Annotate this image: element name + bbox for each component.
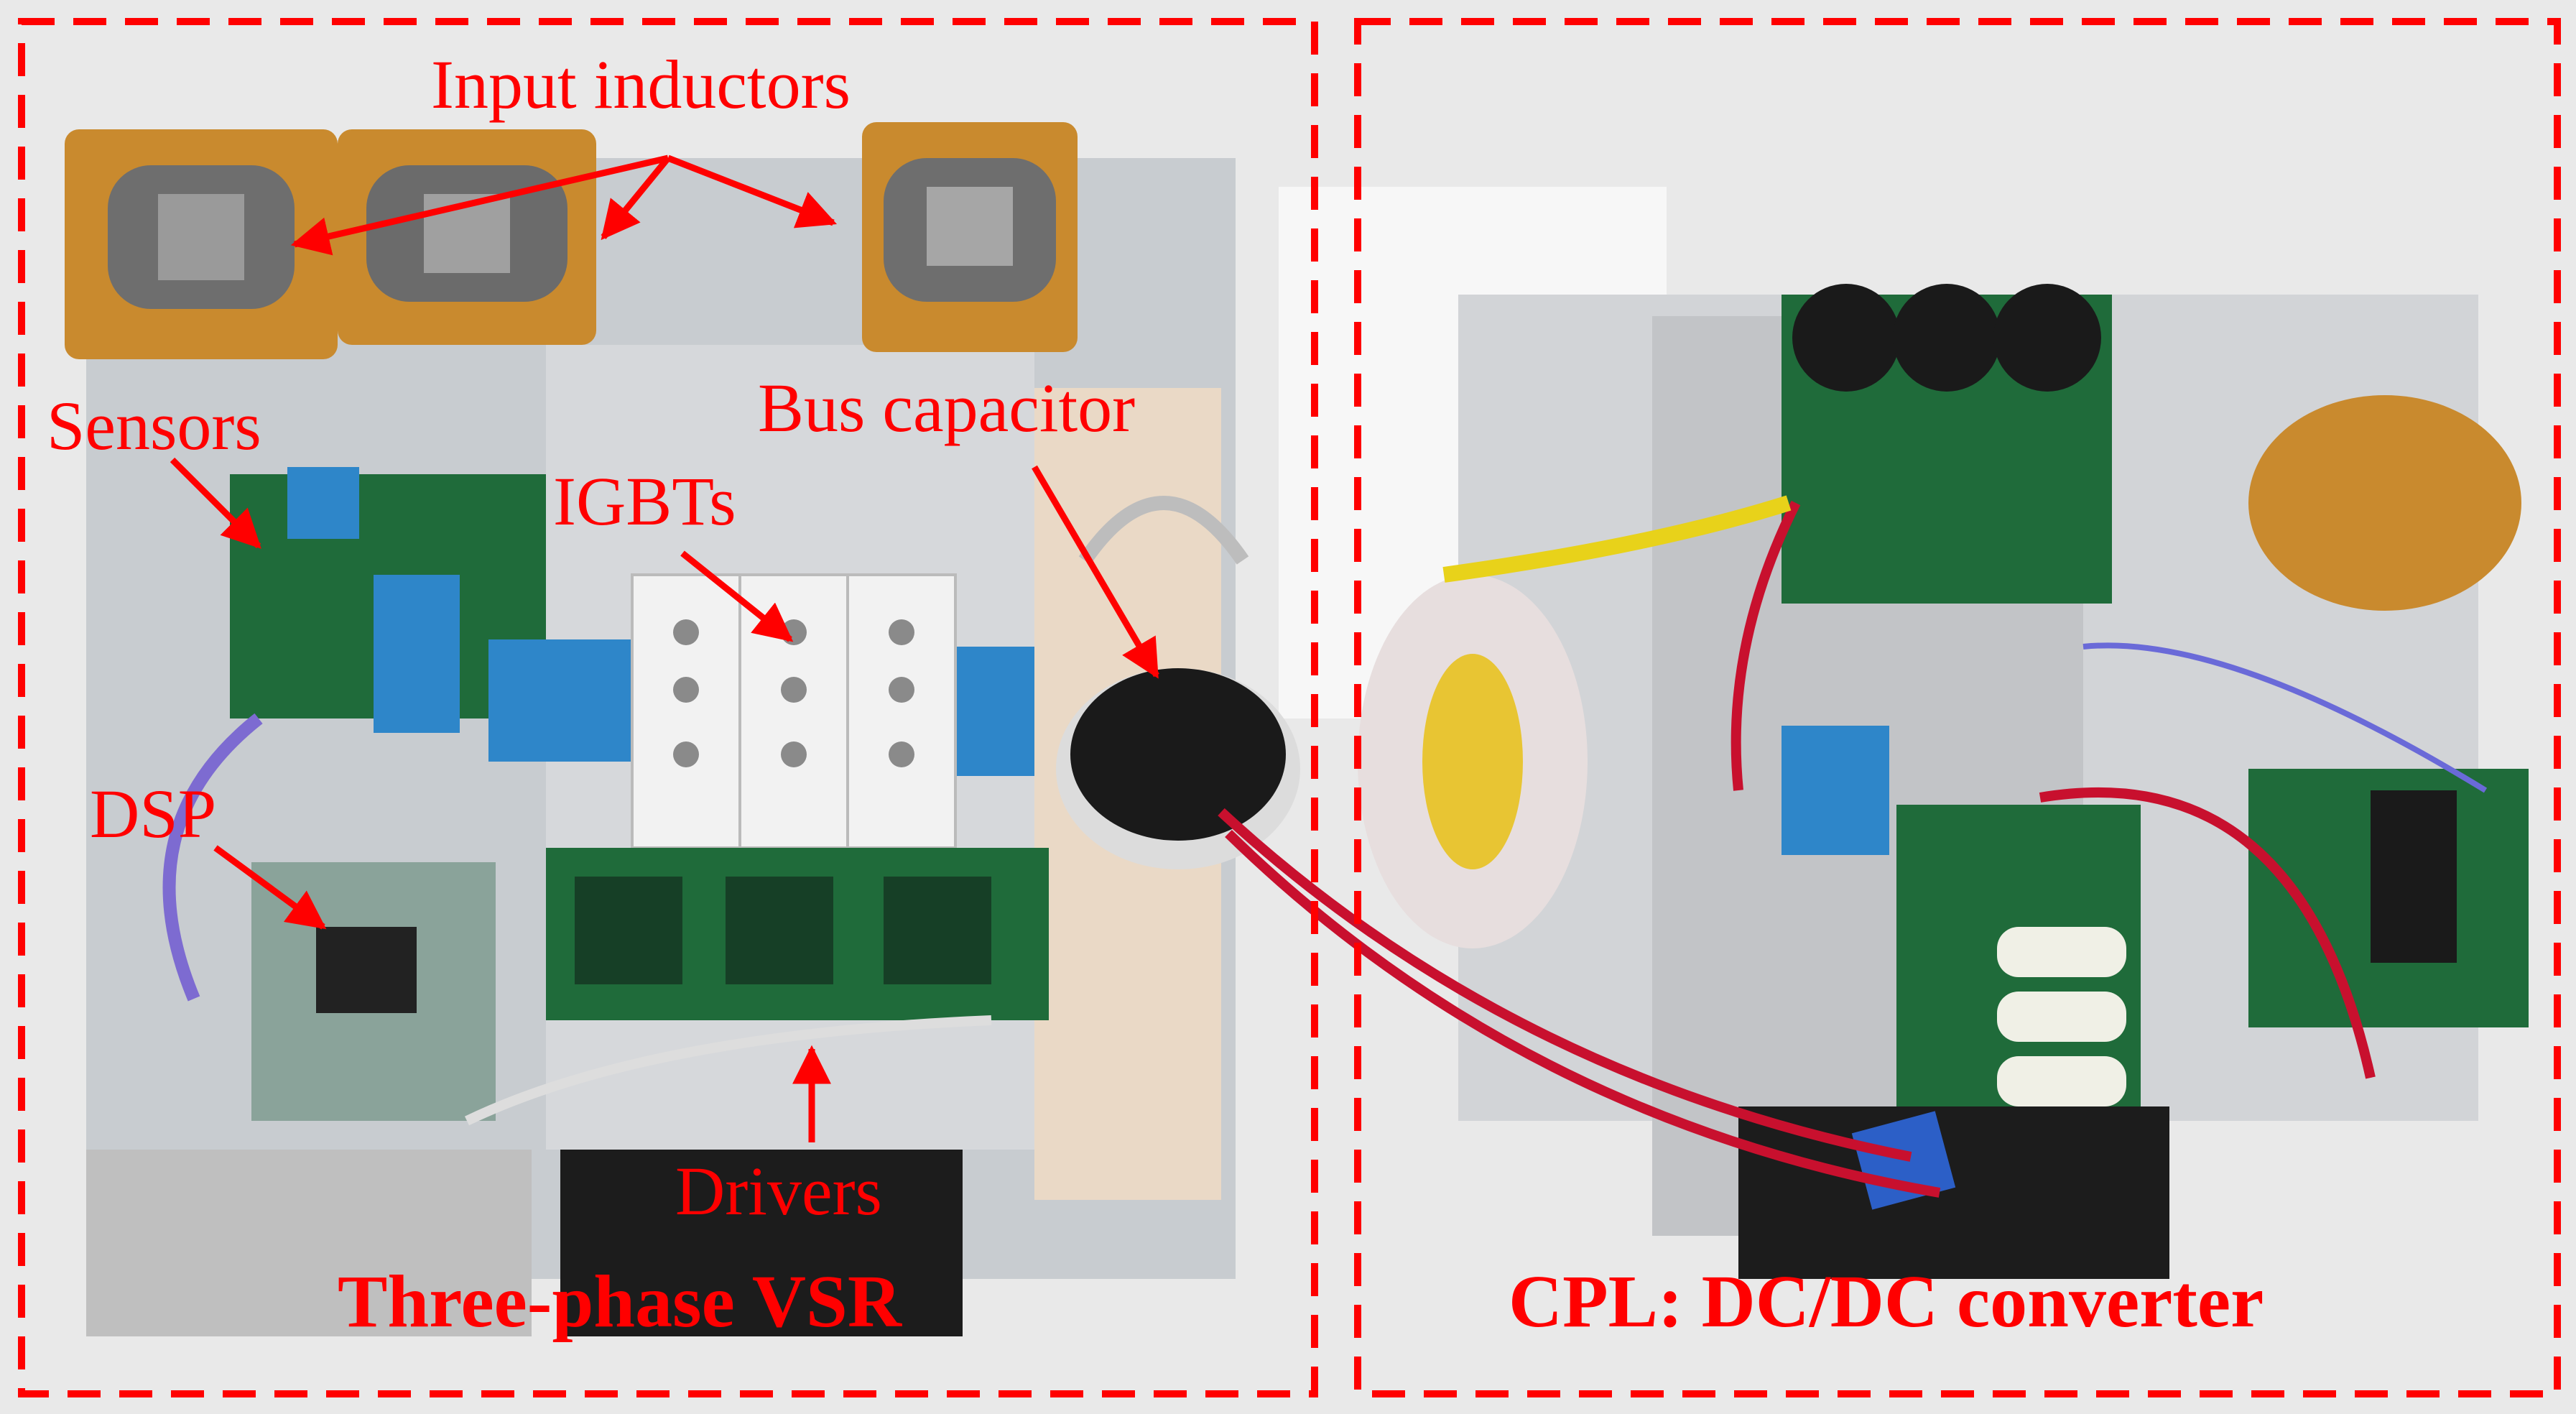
cpl-dashed-box — [1354, 18, 2561, 1397]
arrow-sensors — [170, 457, 261, 549]
arrow-igbts — [680, 550, 794, 642]
annotation-arrows — [170, 154, 1159, 1142]
current-sensor-left — [488, 639, 632, 762]
label-sensors: Sensors — [47, 387, 261, 464]
label-dsp: DSP — [90, 775, 217, 852]
ribbon-cable — [162, 713, 263, 1002]
input-inductor-3 — [862, 122, 1078, 352]
label-three-phase-vsr: Three-phase VSR — [338, 1260, 902, 1343]
capacitor-clamp — [1078, 496, 1249, 565]
label-igbts: IGBTs — [553, 463, 736, 540]
arrow-bus-capacitor — [1032, 465, 1159, 679]
arrow-inductor-2 — [601, 156, 671, 241]
driver-boards — [546, 848, 1049, 1020]
label-bus-capacitor: Bus capacitor — [758, 369, 1136, 446]
igbt-modules — [631, 573, 957, 849]
vsr-dashed-box — [18, 18, 1318, 1397]
input-inductor-2 — [338, 129, 596, 345]
converter-sensor — [1782, 726, 1889, 855]
arrow-inductor-1 — [290, 154, 670, 256]
label-drivers: Drivers — [675, 1152, 882, 1229]
output-capacitor-board — [1782, 284, 2112, 604]
converter-control-board — [2248, 769, 2529, 1027]
dsp-board — [251, 862, 496, 1121]
cooling-fan-left — [560, 1150, 963, 1336]
converter-power-board — [1896, 805, 2141, 1114]
input-inductor-1 — [65, 129, 338, 359]
power-supply — [86, 1150, 532, 1336]
arrow-dsp — [213, 845, 327, 930]
sensor-board — [230, 467, 546, 733]
yellow-wire — [1442, 495, 1792, 583]
label-input-inductors: Input inductors — [431, 46, 851, 123]
bus-capacitor — [1056, 668, 1300, 869]
arrow-inductor-3 — [667, 154, 838, 228]
toroid-inductor-orange — [2248, 395, 2521, 611]
driver-signal-wires — [464, 1015, 992, 1126]
label-cpl-dc-dc-converter: CPL: DC/DC converter — [1509, 1260, 2264, 1343]
twisted-signal-wires — [2082, 642, 2488, 793]
